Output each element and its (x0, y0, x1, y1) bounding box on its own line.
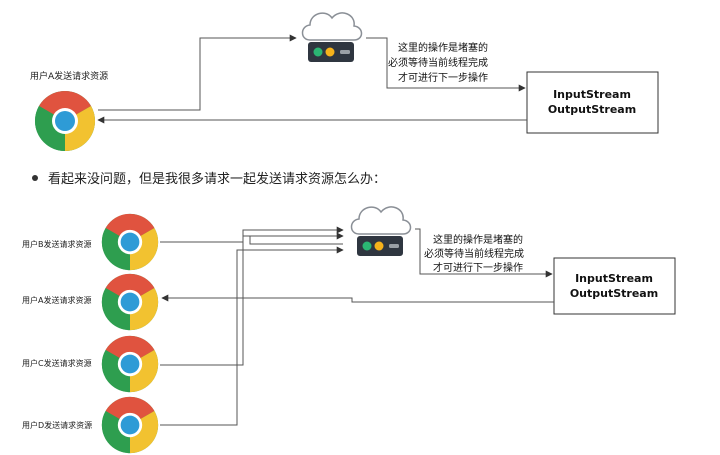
top-stream-input-label: InputStream (553, 88, 631, 101)
browser-icon (101, 213, 159, 271)
user-label-b: 用户B发送请求资源 (22, 239, 92, 249)
top-stream-box (526, 71, 659, 134)
browser-icon (101, 335, 159, 393)
top-stream-output-label: OutputStream (548, 103, 636, 116)
user-label-a: 用户A发送请求资源 (22, 295, 91, 305)
browser-icon (101, 273, 159, 331)
top-forward-line (366, 37, 526, 92)
bottom-stream-box (553, 257, 676, 315)
bullet-line: 看起来没问题，但是我很多请求一起发送请求资源怎么办： (32, 171, 386, 187)
top-user-label: 用户A发送请求资源 (30, 70, 108, 82)
bottom-stream-input-label: InputStream (575, 272, 653, 285)
bottom-stream-output-label: OutputStream (570, 287, 658, 300)
cloud-server-icon (350, 206, 412, 257)
request-merge-line (249, 236, 343, 245)
browser-icon (34, 90, 96, 152)
bullet-dot (32, 175, 38, 181)
bottom-server-note: 这里的操作是堵塞的 必须等待当前线程完成 才可进行下一步操作 (424, 233, 527, 274)
request-line-d (160, 246, 344, 426)
cloud-server-icon (301, 12, 363, 63)
top-server-note: 这里的操作是堵塞的 必须等待当前线程完成 才可进行下一步操作 (388, 41, 491, 84)
bottom-diagram: 用户B发送请求资源 用户A发送请求资源 用户C发送请求资源 用户D发送请求资源 … (22, 206, 676, 454)
bullet-text: 看起来没问题，但是我很多请求一起发送请求资源怎么办： (48, 171, 386, 187)
user-label-d: 用户D发送请求资源 (22, 420, 92, 430)
bottom-forward-line (415, 228, 553, 278)
request-line-c (160, 232, 344, 366)
top-diagram: 用户A发送请求资源 这里的操作是堵塞的 必须等待当前线程完成 才可进行下一步操作… (30, 12, 659, 152)
bottom-response-line (161, 294, 554, 303)
user-label-c: 用户C发送请求资源 (22, 358, 92, 368)
browser-icon (101, 396, 159, 454)
top-request-line (98, 34, 297, 111)
